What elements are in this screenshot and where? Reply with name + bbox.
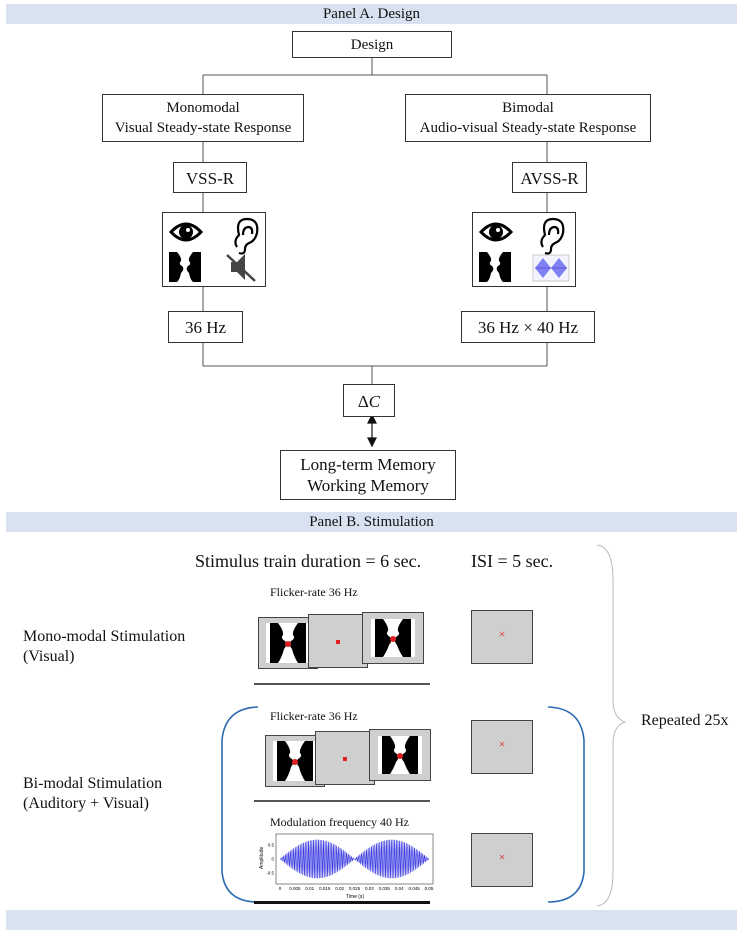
bi-divider [254,800,430,802]
wave-xlabel: Time (s) [346,894,364,900]
bimodal-box: Bimodal Audio-visual Steady-state Respon… [405,94,651,142]
fixation-cross: × [498,627,506,641]
waveform-series [279,839,430,879]
flicker-frame-1 [258,617,318,669]
panel-b-title: Panel B. Stimulation [6,512,737,532]
delta-variable: C [368,392,381,411]
avssr-box: AVSS-R [512,162,587,193]
wave-ytick-label: -0.5 [266,871,274,876]
panel-a-title: Panel A. Design [6,4,737,24]
fixation-cross: × [498,737,506,751]
wave-xticks: 0 0.005 0.01 0.015 0.02 0.025 0.03 0.035 0.04 0.0… [279,886,434,891]
wave-xtick-label: 0.035 [379,886,391,891]
memory-box: Long-term Memory Working Memory [280,450,456,500]
design-box: Design [292,31,452,58]
wave-xtick-label: 0.02 [335,886,344,891]
delta-c-box: ΔC [343,384,395,417]
monomodal-subtitle: Visual Steady-state Response [114,120,292,136]
mono-flicker-label: Flicker-rate 36 Hz [270,585,358,599]
ear-icon [540,217,565,255]
flicker-frame-2 [308,614,368,668]
wave-xtick-label: 0.01 [305,886,314,891]
eye-icon [478,222,514,242]
mono-icon-box [162,212,266,287]
isi-frame-bi-visual: × [471,720,533,774]
modulation-waveform-plot: Amplitude Time (s) 0 0.005 0.01 0.015 0.02 0.… [258,831,438,901]
left-freq-box: 36 Hz [168,311,243,343]
wave-xtick-label: 0.015 [319,886,331,891]
bi-flicker-label: Flicker-rate 36 Hz [270,709,358,723]
audio-waveform-icon [532,254,570,282]
delta-symbol: Δ [357,392,369,411]
wave-xtick-label: 0.03 [365,886,374,891]
long-term-memory-label: Long-term Memory [300,455,436,474]
mono-label-line1: Mono-modal Stimulation [23,628,186,645]
repeat-brace [596,544,627,907]
wave-ytick-label: 0.5 [268,843,275,848]
vase-face-icon [479,252,511,282]
monomodal-title: Monomodal [166,100,240,116]
bottom-bar [6,910,737,930]
bottom-divider [254,901,430,904]
fixation-square [343,757,347,761]
bimodal-title: Bimodal [502,100,554,116]
mono-divider [254,683,430,685]
working-memory-label: Working Memory [307,476,429,495]
repeated-label: Repeated 25x [641,712,729,729]
wave-xtick-label: 0.005 [289,886,301,891]
modulation-label: Modulation frequency 40 Hz [270,815,409,829]
wave-xtick-label: 0.04 [395,886,404,891]
fixation-cross: × [498,850,506,864]
mute-icon [226,254,256,282]
bimodal-subtitle: Audio-visual Steady-state Response [419,120,637,136]
bi-icon-box [472,212,576,287]
wave-xtick-label: 0 [279,886,282,891]
wave-xtick-label: 0.05 [425,886,434,891]
bi-flicker-frame-3 [369,729,431,781]
fixation-square [336,640,340,644]
wave-xtick-label: 0.025 [349,886,361,891]
vase-face-icon [169,252,201,282]
wave-yticks: 0.5 0 -0.5 [266,843,274,876]
vssr-box: VSS-R [173,162,247,193]
left-bracket [221,706,259,903]
duration-text: Stimulus train duration = 6 sec. [195,551,422,571]
ear-icon [234,217,259,255]
wave-ylabel: Amplitude [259,847,265,869]
bi-flicker-frame-2 [315,731,375,785]
flicker-frame-3 [362,612,424,664]
bi-stimulation-label: Bi-modal Stimulation (Auditory + Visual) [23,774,162,814]
isi-frame-mono: × [471,610,533,664]
bi-label-line2: (Auditory + Visual) [23,795,149,812]
wave-ytick-label: 0 [271,857,274,862]
isi-text: ISI = 5 sec. [471,551,554,571]
mono-stimulation-label: Mono-modal Stimulation (Visual) [23,627,185,667]
wave-xtick-label: 0.045 [408,886,420,891]
isi-frame-bi-audio: × [471,833,533,887]
right-bracket [547,706,585,903]
right-freq-box: 36 Hz × 40 Hz [461,311,595,343]
mono-label-line2: (Visual) [23,648,75,665]
bi-label-line1: Bi-modal Stimulation [23,775,163,792]
monomodal-box: Monomodal Visual Steady-state Response [102,94,304,142]
eye-icon [168,222,204,242]
